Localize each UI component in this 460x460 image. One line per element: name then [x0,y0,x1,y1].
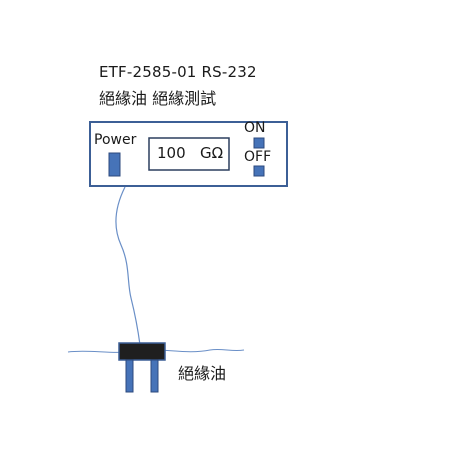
on-button[interactable] [253,137,265,149]
probe-head [118,342,166,361]
test-description-title: 絕緣油 絕緣測試 [99,89,217,108]
display-window [148,137,230,171]
insulating-oil-label: 絕緣油 [178,364,227,383]
display-reading-unit: GΩ [200,144,224,162]
oil-surface-line [67,348,245,353]
probe-leg-left [125,359,134,393]
probe-cable [115,186,141,346]
power-label: Power [94,132,137,148]
on-label: ON [244,120,266,136]
display-reading-value: 100 [157,144,186,162]
power-switch[interactable] [108,152,121,177]
device-model-title: ETF-2585-01 RS-232 [99,63,257,81]
probe-leg-right [150,359,159,393]
off-label: OFF [244,149,272,165]
off-button[interactable] [253,165,265,177]
